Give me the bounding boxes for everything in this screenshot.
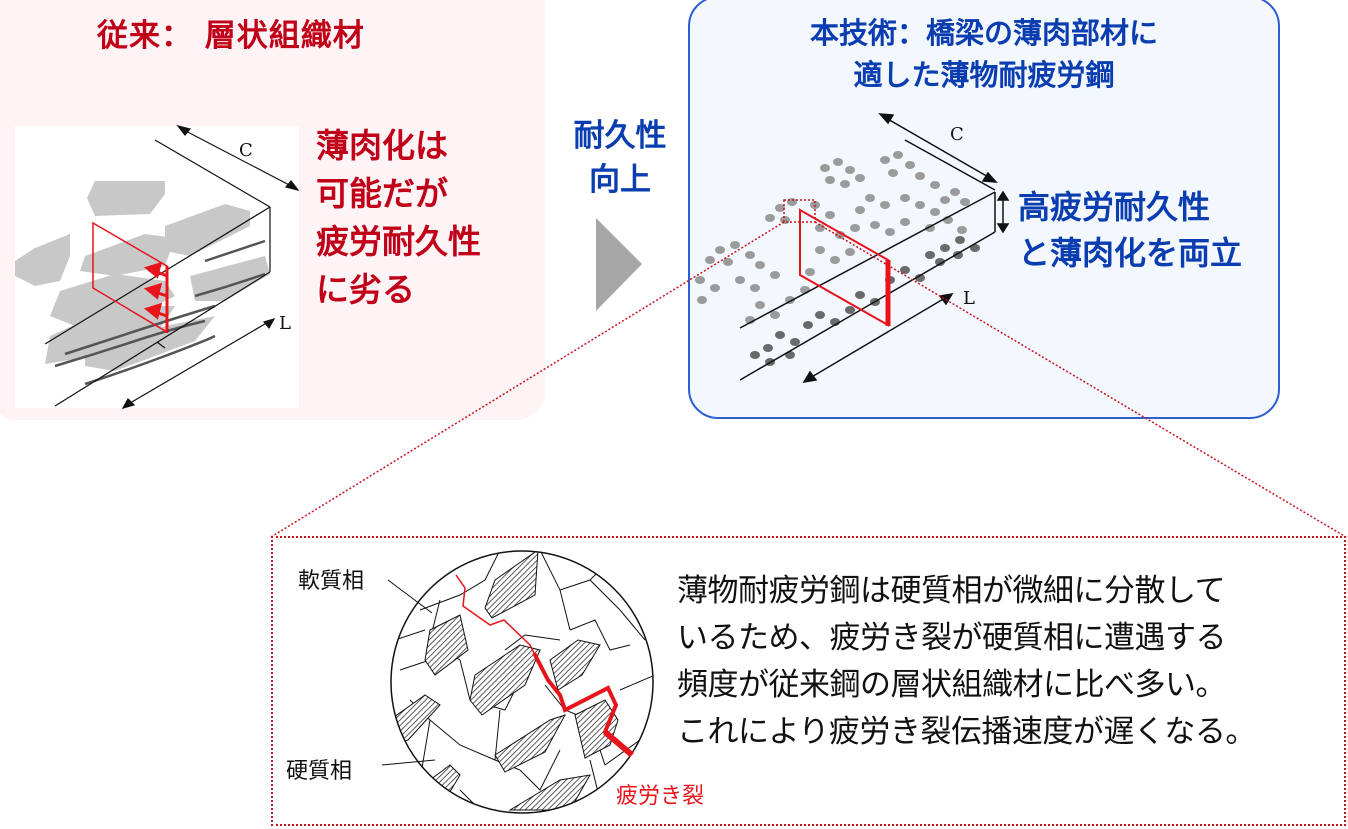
durability-improvement-label: 耐久性 向上 bbox=[560, 114, 680, 202]
fine-dispersed-structure-diagram: C L bbox=[695, 113, 1010, 384]
axis-c-label: C bbox=[239, 140, 253, 161]
layered-structure-diagram: C L bbox=[15, 124, 300, 409]
new-technology-title: 本技術：橋梁の薄肉部材に 適した薄物耐疲労鋼 bbox=[688, 12, 1280, 96]
fatigue-crack-label: 疲労き裂 bbox=[616, 784, 705, 809]
durability-label-line-2: 向上 bbox=[589, 162, 651, 198]
description-line-2: いるため、疲労き裂が硬質相に遭遇する bbox=[677, 620, 1226, 656]
conventional-note-line-1: 薄肉化は bbox=[316, 126, 448, 165]
description-line-3: 頻度が従来鋼の層状組織材に比べ多い。 bbox=[677, 667, 1226, 703]
durability-label-line-1: 耐久性 bbox=[573, 118, 667, 154]
new-technology-title-line-2: 適した薄物耐疲労鋼 bbox=[853, 58, 1115, 92]
conventional-note: 薄肉化は 可能だが 疲労耐久性 に劣る bbox=[316, 122, 481, 314]
new-technology-note-line-1: 高疲労耐久性 bbox=[1018, 188, 1211, 226]
new-technology-note-line-2: と薄肉化を両立 bbox=[1018, 234, 1243, 272]
conventional-note-line-3: 疲労耐久性 bbox=[316, 222, 481, 261]
conventional-title: 従来： 層状組織材 bbox=[97, 18, 365, 54]
new-technology-note: 高疲労耐久性 と薄肉化を両立 bbox=[1018, 184, 1242, 276]
axis-c-label-new: C bbox=[950, 124, 964, 145]
new-technology-title-line-1: 本技術：橋梁の薄肉部材に bbox=[809, 16, 1158, 50]
callout-source-box bbox=[783, 199, 816, 223]
detail-description: 薄物耐疲労鋼は硬質相が微細に分散して いるため、疲労き裂が硬質相に遭遇する 頻度… bbox=[677, 568, 1256, 756]
conventional-note-line-4: に劣る bbox=[316, 270, 415, 309]
axis-l-label: L bbox=[279, 313, 291, 334]
description-line-4: これにより疲労き裂伝播速度が遅くなる。 bbox=[677, 714, 1256, 750]
hard-phase-label: 硬質相 bbox=[286, 759, 353, 784]
axis-l-label-new: L bbox=[963, 288, 975, 309]
microstructure-circle-diagram bbox=[381, 550, 654, 814]
conventional-note-line-2: 可能だが bbox=[316, 174, 448, 213]
description-line-1: 薄物耐疲労鋼は硬質相が微細に分散して bbox=[677, 573, 1226, 609]
triangle-right-arrow-icon bbox=[596, 218, 642, 311]
soft-phase-label: 軟質相 bbox=[298, 569, 365, 594]
